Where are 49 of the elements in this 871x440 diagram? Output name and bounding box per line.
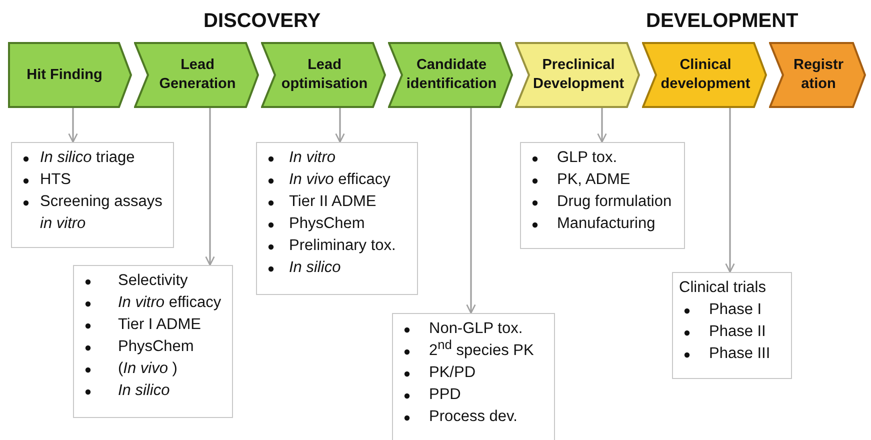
note-box — [11, 142, 174, 248]
phase-heading: DEVELOPMENT — [646, 10, 798, 33]
bullet-item: 2$^{nd}$ species PK — [429, 342, 534, 359]
bullet-item: Drug formulation — [557, 193, 672, 210]
bullet-item: Process dev. — [429, 408, 518, 425]
stage-label: Preclinical Development — [532, 56, 626, 94]
stage-label: Lead Generation — [158, 56, 237, 94]
bullet-item: Phase II — [709, 323, 766, 340]
bullet-item: In vitro — [289, 149, 336, 166]
note-box — [256, 142, 418, 295]
bullet-item: In silico — [118, 382, 170, 399]
stage-label: Registr ation — [792, 56, 844, 94]
bullet-item: Phase III — [709, 345, 770, 362]
bullet-item: Tier I ADME — [118, 316, 201, 333]
bullet-item: Tier II ADME — [289, 193, 376, 210]
bullet-item: GLP tox. — [557, 149, 618, 166]
phase-heading: DISCOVERY — [204, 10, 321, 33]
bullet-item: PhysChem — [289, 215, 365, 232]
arrow — [205, 107, 215, 266]
bullet-item: In silico — [289, 259, 341, 276]
bullet-item: Screening assays in vitro — [40, 193, 162, 232]
bullet-item: PhysChem — [118, 338, 194, 355]
stage-label: Lead optimisation — [280, 56, 369, 94]
bullet-item: HTS — [40, 171, 71, 188]
arrow — [68, 107, 78, 143]
note-box — [520, 142, 685, 249]
stage-label: Candidate identification — [405, 56, 498, 94]
arrow — [597, 107, 607, 143]
bullet-item: Preliminary tox. — [289, 237, 396, 254]
note-box — [392, 313, 555, 440]
arrow — [335, 107, 345, 143]
stage-label: Clinical development — [660, 56, 752, 94]
arrow — [466, 107, 476, 314]
bullet-item: PPD — [429, 386, 461, 403]
bullet-item: Selectivity — [118, 272, 188, 289]
bullet-item: In vivo efficacy — [289, 171, 390, 188]
bullet-item: PK/PD — [429, 364, 476, 381]
bullet-item: (In vivo ) — [118, 360, 178, 377]
bullet-item: Non-GLP tox. — [429, 320, 523, 337]
arrow — [725, 107, 735, 273]
bullet-item: PK, ADME — [557, 171, 630, 188]
note-box — [672, 272, 792, 379]
stage-label: Hit Finding — [26, 66, 102, 84]
bullet-item: Phase I — [709, 301, 762, 318]
note-box — [73, 265, 233, 418]
box-heading: Clinical trials — [679, 278, 767, 298]
bullet-item: Manufacturing — [557, 215, 656, 232]
bullet-item: In silico triage — [40, 149, 135, 166]
bullet-item: In vitro efficacy — [118, 294, 222, 311]
